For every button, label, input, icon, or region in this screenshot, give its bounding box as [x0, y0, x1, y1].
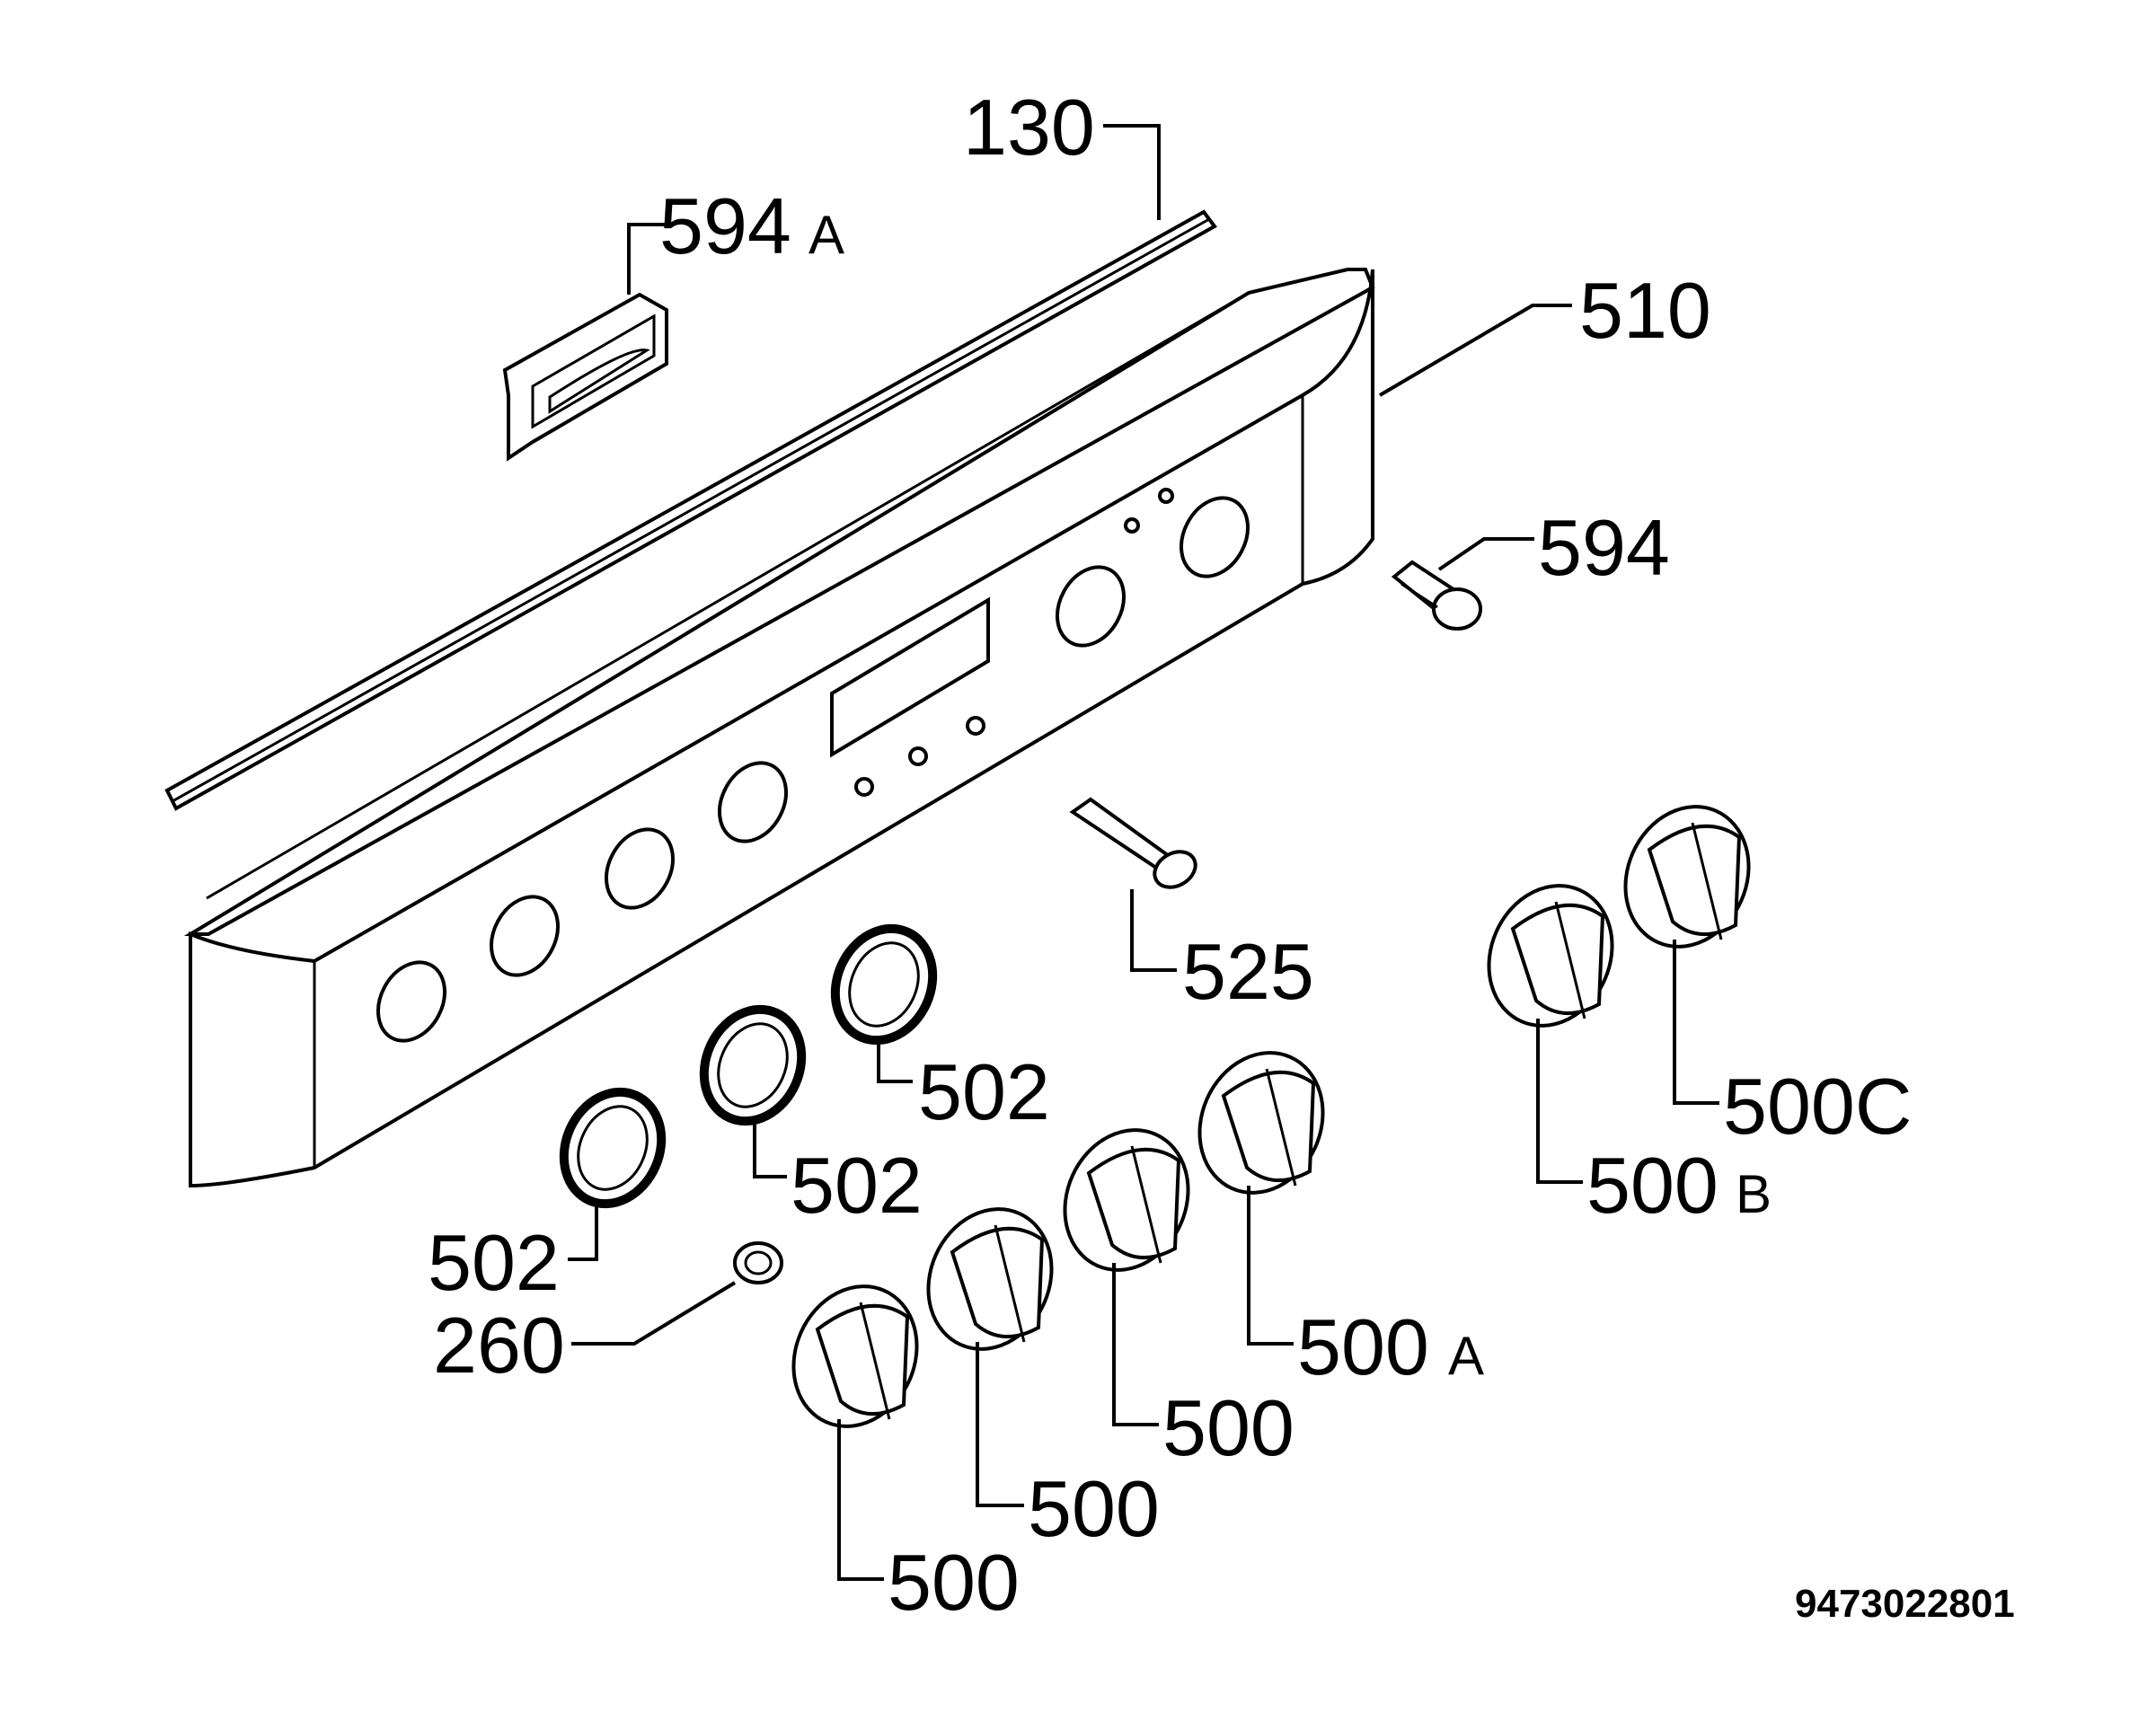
knob-500-3: [1063, 1128, 1190, 1272]
label-594: 594: [1538, 503, 1670, 592]
ring-502-b: [699, 1004, 807, 1126]
label-500b-number: 500: [1586, 1141, 1719, 1230]
knob-500-2: [926, 1207, 1054, 1351]
label-500b-suffix: B: [1736, 1164, 1772, 1224]
label-500c: 500C: [1723, 1062, 1912, 1151]
control-panel-510: [183, 268, 1375, 1188]
knob-500-1: [791, 1284, 919, 1428]
knob-500a: [1197, 1051, 1325, 1195]
spring-260: [733, 1241, 783, 1284]
callout-labels: 130 594 A 510 594 525 502 502 502 260 50…: [428, 83, 1912, 1627]
label-502-b: 502: [791, 1141, 923, 1230]
label-500a-number: 500: [1297, 1302, 1429, 1391]
label-260: 260: [433, 1301, 565, 1390]
ring-502-c: [830, 923, 938, 1046]
label-500-b: 500: [1028, 1464, 1160, 1553]
ring-502-a: [559, 1087, 667, 1209]
knob-500c: [1623, 805, 1751, 949]
label-500-c: 500: [1162, 1383, 1294, 1472]
lamp-594: [1391, 560, 1482, 631]
label-500a-suffix: A: [1448, 1326, 1484, 1386]
label-500-a: 500: [888, 1538, 1020, 1627]
label-594a-number: 594: [659, 181, 791, 270]
knob-500b: [1487, 884, 1614, 1028]
label-525: 525: [1182, 927, 1314, 1016]
label-502-a: 502: [918, 1047, 1050, 1136]
bracket-594a: [502, 292, 668, 462]
trim-strip-130: [164, 209, 1217, 811]
label-594a-suffix: A: [808, 205, 844, 265]
leader-lines: [568, 124, 1719, 1581]
label-510: 510: [1579, 266, 1711, 355]
document-number: 9473022801: [1795, 1582, 2015, 1626]
label-130: 130: [963, 83, 1095, 172]
label-502-c: 502: [428, 1218, 560, 1307]
pin-525: [1069, 797, 1197, 889]
